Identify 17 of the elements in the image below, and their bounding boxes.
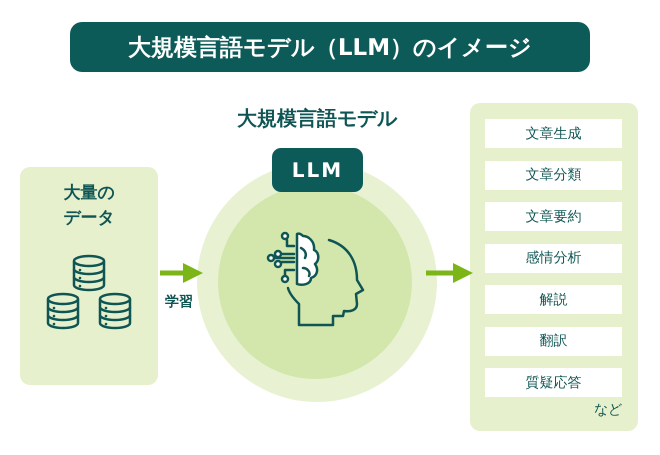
panel-heading: 大量のデータ [62, 182, 116, 230]
task-box: 文章生成 [485, 119, 622, 148]
model-heading: 大規模言語モデル [236, 105, 398, 132]
output-panel [470, 103, 638, 431]
task-box: 解説 [485, 285, 622, 314]
task-box: 翻訳 [485, 326, 622, 356]
task-box: 感情分析 [485, 244, 622, 272]
arrow [160, 263, 203, 283]
title-bar: 大規模言語モデル（LLM）のイメージ [70, 22, 590, 72]
task-box: 文章要約 [485, 202, 622, 231]
panel-note: など [594, 401, 622, 419]
task-box: 文章分類 [485, 160, 622, 190]
edge-label: 学習 [164, 293, 194, 311]
arrow [426, 263, 473, 283]
task-box: 質疑応答 [485, 368, 622, 397]
data-panel [20, 167, 158, 385]
model-badge: LLM [272, 148, 363, 192]
